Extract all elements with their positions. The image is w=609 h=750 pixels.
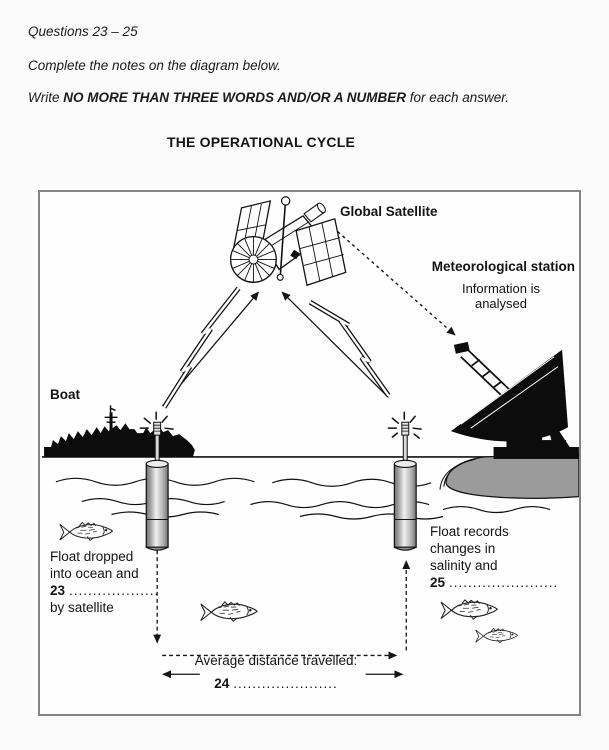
lightning-bolt-left bbox=[162, 286, 241, 409]
question-25-note: Float records changes in salinity and 25… bbox=[430, 523, 576, 591]
q23-answer-line: 23................... bbox=[50, 582, 180, 599]
write-limit: NO MORE THAN THREE WORDS AND/OR A NUMBER bbox=[63, 90, 406, 105]
q23-line2: into ocean and bbox=[50, 566, 139, 581]
fish-icon bbox=[475, 627, 518, 644]
land-shape bbox=[439, 453, 579, 499]
q23-line3: by satellite bbox=[50, 600, 114, 615]
distance-measure-lines bbox=[153, 550, 411, 679]
lightning-bolt-right bbox=[308, 300, 391, 397]
boat-label: Boat bbox=[50, 387, 80, 402]
q23-answer-blank: ................... bbox=[69, 583, 160, 598]
boat-icon bbox=[44, 405, 195, 457]
signal-arrow-right bbox=[281, 291, 389, 398]
q23-number: 23 bbox=[50, 583, 66, 598]
fish-icon bbox=[200, 601, 258, 622]
radar-dish-icon bbox=[450, 341, 579, 459]
diagram-title: THE OPERATIONAL CYCLE bbox=[166, 134, 356, 150]
q24-answer-line: 24...................... bbox=[162, 675, 390, 692]
q25-line3: salinity and bbox=[430, 558, 498, 573]
satellite-icon bbox=[229, 196, 347, 287]
q25-answer-line: 25....................... bbox=[430, 574, 576, 591]
write-instruction: Write NO MORE THAN THREE WORDS AND/OR A … bbox=[28, 90, 509, 105]
avg-distance-label: Average distance travelled: bbox=[194, 653, 358, 668]
questions-range: Questions 23 – 25 bbox=[28, 24, 138, 39]
met-note-line2: analysed bbox=[474, 296, 528, 311]
q24-answer-blank: ...................... bbox=[233, 676, 338, 691]
fish-icon bbox=[59, 521, 113, 541]
write-suffix: for each answer. bbox=[406, 90, 510, 105]
met-station-note: Information is analysed bbox=[428, 281, 574, 311]
q23-line1: Float dropped bbox=[50, 549, 134, 564]
float-right-icon bbox=[387, 411, 422, 551]
met-note-line1: Information is bbox=[461, 281, 541, 296]
operational-cycle-diagram bbox=[42, 196, 579, 679]
diagram-frame: Global Satellite Meteorological station … bbox=[38, 190, 581, 716]
q25-line1: Float records bbox=[430, 524, 509, 539]
q25-number: 25 bbox=[430, 575, 446, 590]
q24-number: 24 bbox=[214, 676, 230, 691]
satellite-to-station-arrow bbox=[337, 231, 456, 336]
q25-line2: changes in bbox=[430, 541, 496, 556]
met-station-label: Meteorological station bbox=[431, 259, 575, 274]
instruction-line: Complete the notes on the diagram below. bbox=[28, 58, 281, 73]
q25-answer-blank: ....................... bbox=[449, 575, 559, 590]
question-24-note: Average distance travelled: 24..........… bbox=[162, 652, 390, 692]
write-prefix: Write bbox=[28, 90, 64, 105]
fish-icon bbox=[440, 599, 498, 620]
question-23-note: Float dropped into ocean and 23.........… bbox=[50, 548, 180, 616]
global-satellite-label: Global Satellite bbox=[340, 204, 438, 219]
